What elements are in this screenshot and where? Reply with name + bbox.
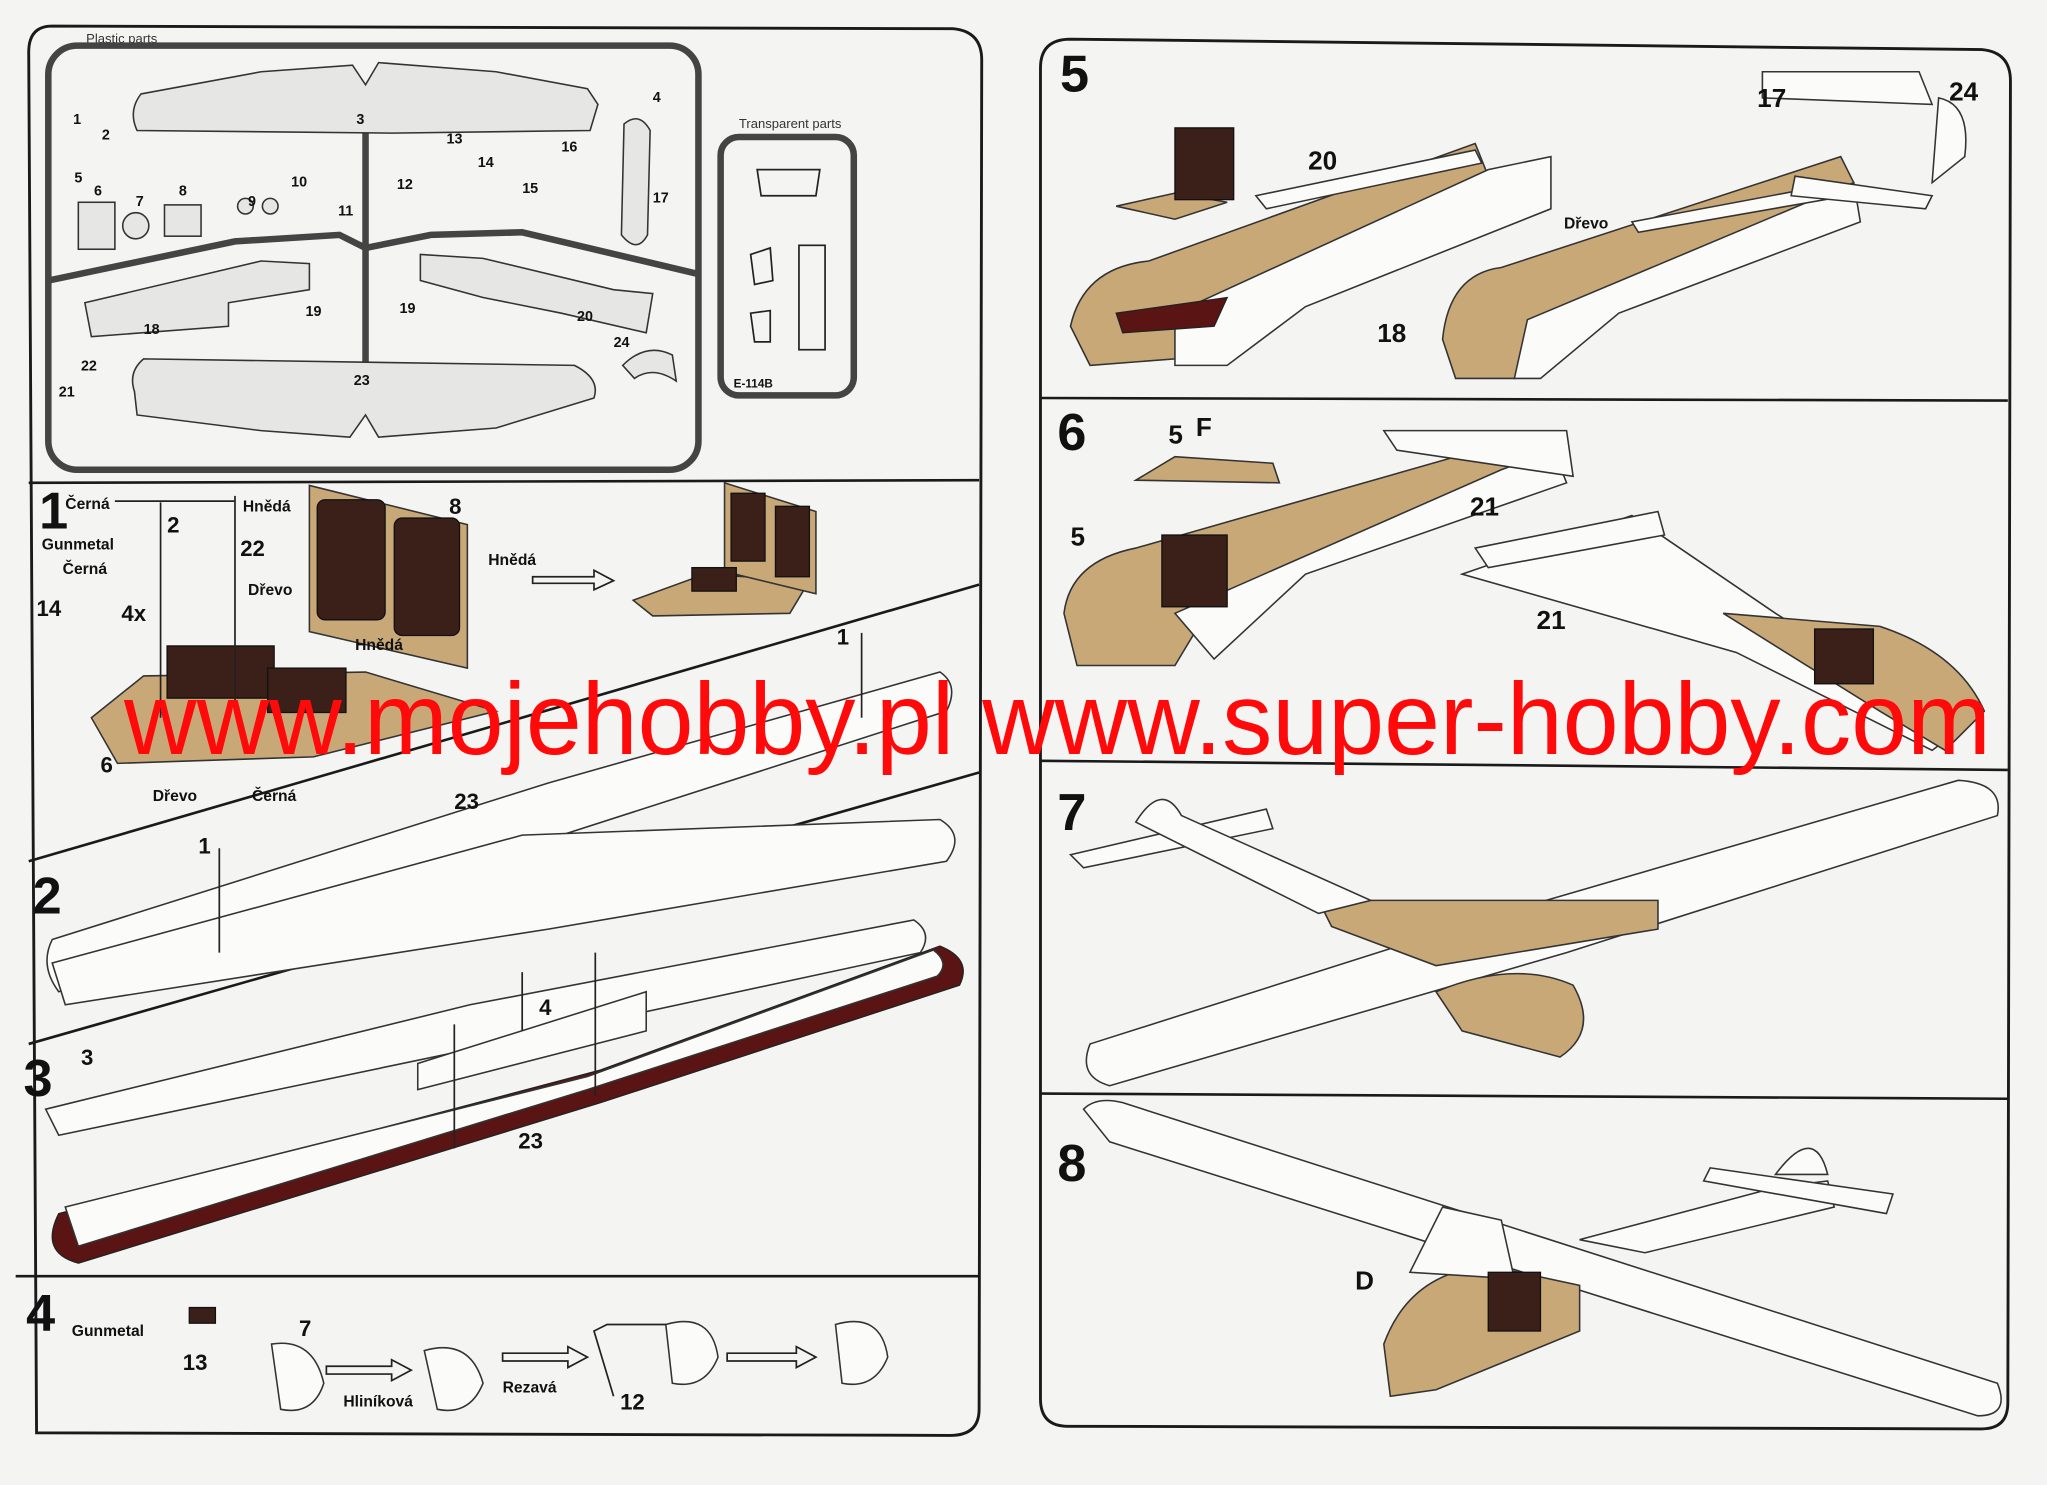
part-label: 21 bbox=[59, 385, 75, 401]
transparent-parts-sprue: Transparent parts E-114B bbox=[717, 116, 858, 399]
part-label: 12 bbox=[397, 177, 413, 193]
part-label: 19 bbox=[305, 304, 321, 320]
paint-label: Gunmetal bbox=[42, 536, 114, 553]
step-3: 3 3 4 23 bbox=[23, 919, 964, 1264]
paint-label: Gunmetal bbox=[72, 1323, 144, 1340]
part-label: 19 bbox=[399, 301, 415, 317]
part-label: 1 bbox=[837, 625, 849, 650]
paint-label: Černá bbox=[63, 559, 108, 578]
part-6 bbox=[77, 201, 116, 251]
part-label: 24 bbox=[1949, 76, 1979, 106]
step-7: 7 bbox=[1057, 779, 1999, 1087]
paint-label: Dřevo bbox=[153, 788, 197, 805]
part-23-lower-wing bbox=[131, 358, 597, 438]
part-label: 9 bbox=[248, 194, 256, 210]
step-number: 4 bbox=[26, 1285, 55, 1343]
part-label: 21 bbox=[1537, 605, 1566, 635]
step-number: 3 bbox=[23, 1050, 52, 1108]
step-number: 2 bbox=[33, 867, 62, 925]
paint-label: Černá bbox=[65, 494, 110, 513]
part-label: 17 bbox=[653, 190, 669, 206]
part-label: 2 bbox=[167, 512, 179, 537]
transparent-title: Transparent parts bbox=[739, 116, 842, 131]
step-5: 5 20 17 24 18 Dřevo bbox=[1060, 45, 1979, 380]
paint-label: Dřevo bbox=[1564, 215, 1608, 232]
part-label: 6 bbox=[101, 753, 113, 778]
sprue-title: Plastic parts bbox=[86, 31, 158, 46]
part-label: 4 bbox=[653, 90, 661, 106]
part-label: 13 bbox=[446, 132, 462, 148]
part-label: 18 bbox=[1377, 318, 1406, 348]
part-label: 3 bbox=[356, 112, 364, 128]
part-label: 4x bbox=[121, 601, 146, 626]
step-number: 8 bbox=[1057, 1135, 1086, 1193]
part-3-upper-wing bbox=[132, 61, 599, 134]
part-label: 5 bbox=[1168, 420, 1183, 450]
part-label: 1 bbox=[73, 112, 81, 128]
part-label: 6 bbox=[94, 184, 102, 200]
part-label: 22 bbox=[240, 536, 265, 561]
step-1: 1 Černá Hnědá 2 22 8 Gunmetal Černá Hněd… bbox=[37, 481, 817, 805]
part-label: 21 bbox=[1470, 491, 1499, 521]
paint-label: Hnědá bbox=[355, 637, 403, 654]
part-label: 23 bbox=[454, 789, 479, 814]
paint-label: Hnědá bbox=[488, 552, 536, 569]
right-page bbox=[1039, 37, 2012, 1431]
step-number: 5 bbox=[1060, 45, 1089, 103]
part-label: 7 bbox=[136, 194, 144, 210]
part-label: 23 bbox=[518, 1128, 543, 1153]
part-label: 14 bbox=[478, 155, 494, 171]
part-label: 20 bbox=[1308, 146, 1337, 176]
part-label: 3 bbox=[81, 1045, 93, 1070]
part-label: 4 bbox=[539, 995, 552, 1020]
paint-label: Černá bbox=[252, 786, 297, 805]
part-label: D bbox=[1355, 1265, 1374, 1295]
part-label: 14 bbox=[37, 596, 62, 621]
paint-label: Hliníková bbox=[343, 1394, 413, 1411]
part-label: 13 bbox=[183, 1350, 208, 1375]
part-label: 2 bbox=[102, 128, 110, 144]
part-label: 18 bbox=[144, 322, 160, 338]
plastic-parts-sprue: Plastic parts 1 2 3 4 5 6 7 8 9 10 11 12… bbox=[45, 31, 702, 474]
part-17-tail bbox=[620, 117, 651, 246]
part-label: 22 bbox=[81, 359, 97, 375]
part-label: 20 bbox=[577, 309, 593, 325]
paint-label: Dřevo bbox=[248, 582, 292, 599]
transparent-code: E-114B bbox=[734, 378, 773, 391]
part-label: 8 bbox=[449, 494, 461, 519]
paint-label: Hnědá bbox=[243, 499, 291, 516]
step-number: 6 bbox=[1057, 404, 1086, 462]
part-label: 1 bbox=[198, 833, 210, 858]
part-label: 5 bbox=[1070, 521, 1085, 551]
part-18-fuselage-half bbox=[83, 260, 311, 338]
part-label: 12 bbox=[620, 1389, 645, 1414]
step-8: 8 D bbox=[1057, 1099, 2002, 1417]
step-number: 1 bbox=[39, 483, 68, 541]
part-label: 7 bbox=[299, 1316, 311, 1341]
part-label: 5 bbox=[74, 171, 82, 187]
step-6: 6 5 F 5 21 21 bbox=[1057, 404, 1986, 752]
part-label: 10 bbox=[291, 175, 307, 191]
part-label: 11 bbox=[338, 203, 353, 219]
part-label: 17 bbox=[1757, 83, 1786, 113]
part-20-fuselage-half bbox=[419, 253, 654, 334]
part-label: 24 bbox=[614, 335, 630, 351]
step-number: 7 bbox=[1057, 784, 1086, 842]
watermark-text: www.mojehobby.pl www.super-hobby.com bbox=[123, 662, 1991, 776]
part-label: 8 bbox=[179, 184, 187, 200]
part-label: F bbox=[1196, 412, 1212, 442]
part-label: 16 bbox=[561, 139, 577, 155]
paint-label: Rezavá bbox=[503, 1379, 557, 1396]
left-page bbox=[15, 24, 984, 1437]
step-4: 4 Gunmetal 13 7 Hliníková Rezavá 12 bbox=[26, 1285, 889, 1414]
part-label: 23 bbox=[354, 373, 370, 389]
step-2: 2 1 23 1 bbox=[33, 625, 956, 1006]
part-label: 15 bbox=[522, 181, 538, 197]
